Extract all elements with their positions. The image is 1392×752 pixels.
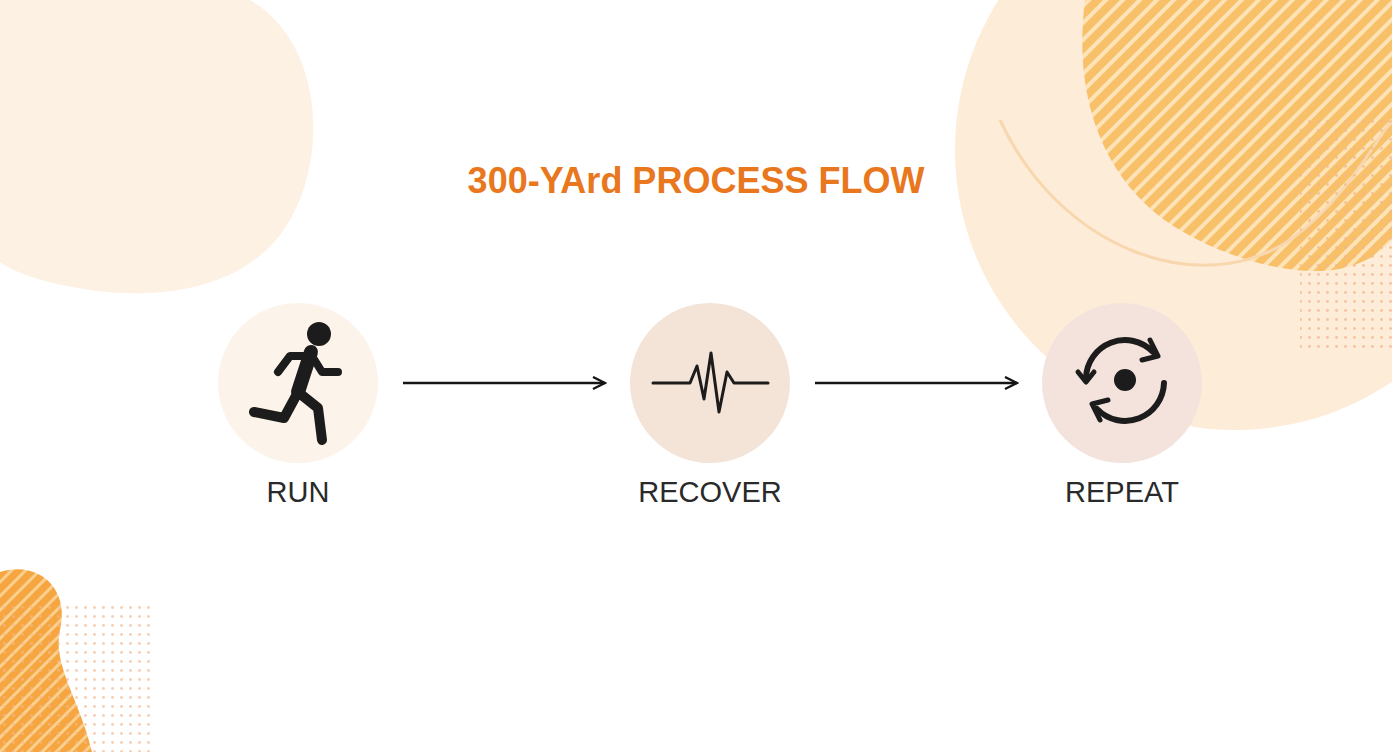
heartbeat-icon: [653, 353, 768, 412]
process-node: RECOVER: [605, 303, 815, 523]
flow-arrow: [815, 382, 1017, 385]
step-circle: [630, 303, 790, 463]
process-node: RUN: [193, 303, 403, 523]
step-label: RUN: [193, 476, 403, 509]
step-circle: [1042, 303, 1202, 463]
step-label: REPEAT: [1017, 476, 1227, 509]
repeat-icon: [1078, 340, 1164, 421]
process-node: REPEAT: [1017, 303, 1227, 523]
runner-icon: [254, 322, 338, 440]
diagram-title: 300-YArd PROCESS FLOW: [0, 160, 1392, 202]
flow-arrow: [403, 382, 605, 385]
step-label: RECOVER: [605, 476, 815, 509]
step-circle: [218, 303, 378, 463]
